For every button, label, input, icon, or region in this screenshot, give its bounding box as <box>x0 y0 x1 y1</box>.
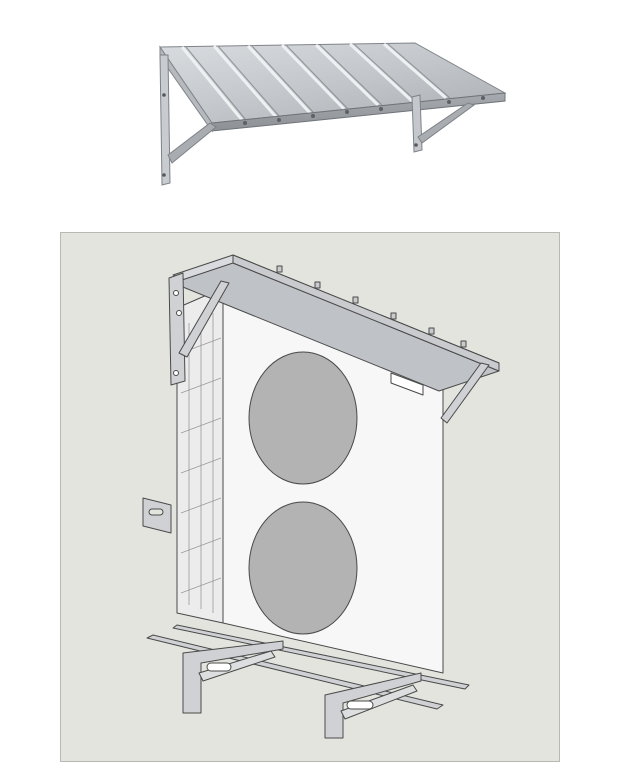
left-wall-bracket <box>159 54 171 186</box>
fan-lower <box>248 501 358 635</box>
canopy-ribs <box>180 42 447 121</box>
unit-label-plate <box>390 372 424 396</box>
canopy-illustration <box>159 42 507 186</box>
canopy-strut-left <box>178 280 230 358</box>
canopy-bracket-left <box>168 272 186 386</box>
fan-upper <box>248 351 358 485</box>
canopy-rivets <box>243 96 485 125</box>
base-rail-back <box>172 624 470 690</box>
canopy-side-left <box>159 45 213 133</box>
right-wall-bracket <box>411 94 423 153</box>
canopy-strut-right <box>440 362 490 424</box>
right-diagonal-strut <box>417 102 476 144</box>
floor-bracket-left-arm <box>198 650 276 682</box>
ac-unit-illustration <box>142 254 500 739</box>
canopy-photo <box>150 35 510 190</box>
canopy-front-edge <box>232 254 500 372</box>
floor-bracket-right <box>324 672 422 739</box>
left-diagonal-strut <box>167 122 217 164</box>
floor-bracket-left <box>182 640 284 714</box>
installation-diagram <box>60 232 560 762</box>
floor-bracket-right-arm <box>340 684 418 720</box>
